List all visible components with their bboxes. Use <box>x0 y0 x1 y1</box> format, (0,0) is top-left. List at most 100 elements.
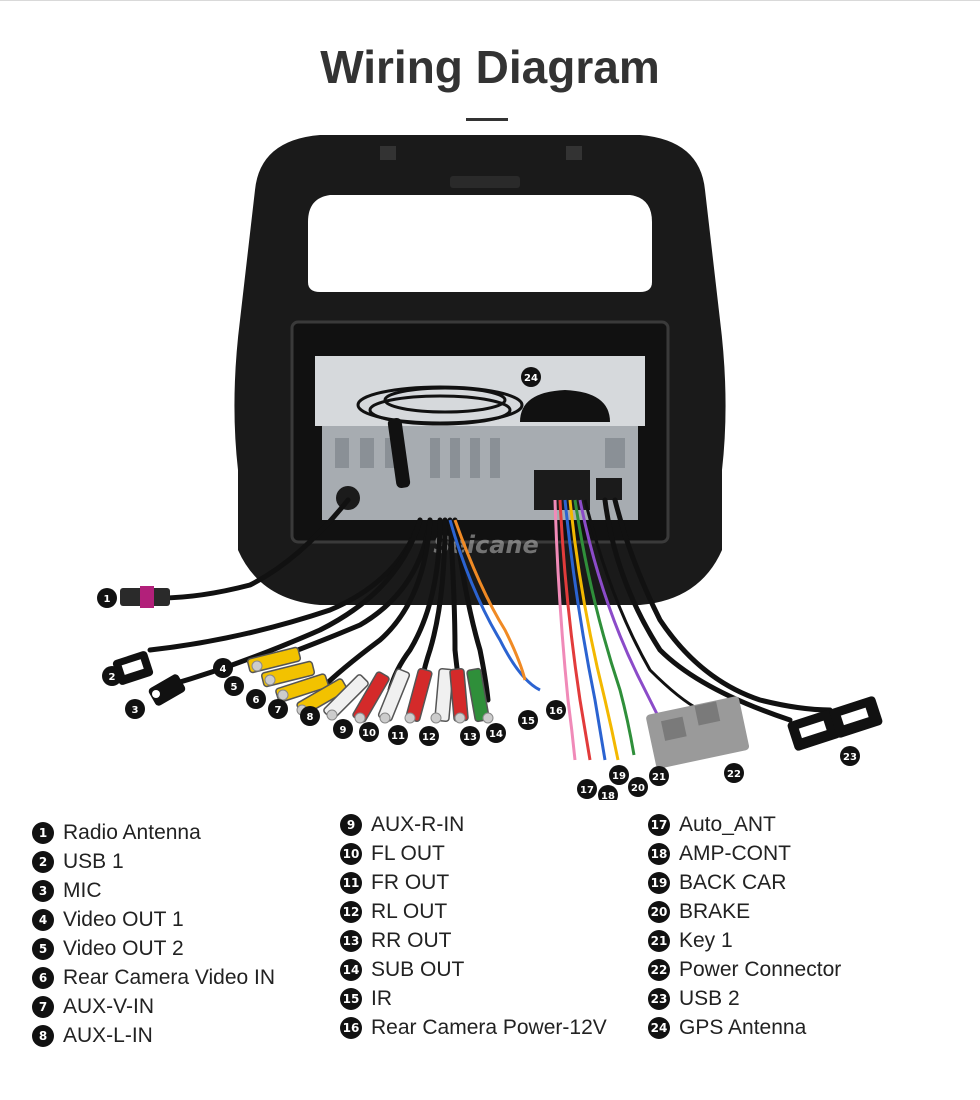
svg-text:19: 19 <box>612 771 626 782</box>
legend-label: Video OUT 1 <box>63 907 184 931</box>
legend-item: 3 MIC <box>32 876 275 905</box>
svg-text:2: 2 <box>109 672 116 683</box>
legend-item: 10 FL OUT <box>340 839 607 868</box>
legend-label: Power Connector <box>679 957 842 981</box>
svg-text:23: 23 <box>843 752 857 763</box>
legend-label: FL OUT <box>371 841 445 865</box>
legend-item: 9 AUX-R-IN <box>340 810 607 839</box>
legend-item: 14 SUB OUT <box>340 955 607 984</box>
mic-plug <box>148 674 186 706</box>
callout-3-icon: 3 <box>125 699 145 719</box>
number-badge-icon: 22 <box>648 958 670 981</box>
callout-1-icon: 1 <box>97 588 117 608</box>
number-badge-icon: 8 <box>32 1024 54 1047</box>
svg-text:3: 3 <box>132 705 139 716</box>
number-badge-icon: 13 <box>340 929 362 952</box>
legend-label: Radio Antenna <box>63 820 201 844</box>
legend-item: 16 Rear Camera Power-12V <box>340 1013 607 1042</box>
svg-text:15: 15 <box>521 716 535 727</box>
svg-text:17: 17 <box>580 785 594 796</box>
bezel-window <box>308 195 652 292</box>
legend-item: 20 BRAKE <box>648 897 841 926</box>
legend-item: 8 AUX-L-IN <box>32 1021 275 1050</box>
legend-label: AMP-CONT <box>679 841 791 865</box>
svg-text:16: 16 <box>549 706 563 717</box>
legend-label: RL OUT <box>371 899 448 923</box>
number-badge-icon: 2 <box>32 850 54 873</box>
number-badge-icon: 23 <box>648 987 670 1010</box>
legend-label: Rear Camera Power-12V <box>371 1015 607 1039</box>
number-badge-icon: 20 <box>648 900 670 923</box>
callout-14-icon: 14 <box>486 723 506 743</box>
gps-antenna-puck <box>520 390 610 422</box>
number-badge-icon: 9 <box>340 813 362 836</box>
number-badge-icon: 3 <box>32 879 54 902</box>
callout-20-icon: 20 <box>628 777 648 797</box>
legend-label: AUX-R-IN <box>371 812 465 836</box>
power-connector <box>646 696 750 769</box>
legend-label: AUX-V-IN <box>63 994 155 1018</box>
legend-item: 18 AMP-CONT <box>648 839 841 868</box>
svg-text:11: 11 <box>391 731 405 742</box>
svg-text:1: 1 <box>104 594 111 605</box>
bezel-top-clip <box>450 176 520 188</box>
callout-23-icon: 23 <box>840 746 860 766</box>
callout-7-icon: 7 <box>268 699 288 719</box>
callout-9-icon: 9 <box>333 719 353 739</box>
callout-4-icon: 4 <box>213 658 233 678</box>
callout-18-icon: 18 <box>598 785 618 800</box>
callout-10-icon: 10 <box>359 722 379 742</box>
number-badge-icon: 17 <box>648 813 670 836</box>
wiring-diagram-illustration: Seicane <box>97 135 883 800</box>
svg-text:20: 20 <box>631 783 645 794</box>
number-badge-icon: 14 <box>340 958 362 981</box>
number-badge-icon: 4 <box>32 908 54 931</box>
legend-item: 4 Video OUT 1 <box>32 905 275 934</box>
number-badge-icon: 10 <box>340 842 362 865</box>
callout-13-icon: 13 <box>460 726 480 746</box>
bezel-clip-left <box>380 146 396 160</box>
legend-label: IR <box>371 986 392 1010</box>
callout-12-icon: 12 <box>419 726 439 746</box>
number-badge-icon: 16 <box>340 1016 362 1039</box>
number-badge-icon: 21 <box>648 929 670 952</box>
callout-19-icon: 19 <box>609 765 629 785</box>
callout-8-icon: 8 <box>300 706 320 726</box>
svg-text:8: 8 <box>307 712 314 723</box>
legend-label: FR OUT <box>371 870 450 894</box>
number-badge-icon: 24 <box>648 1016 670 1039</box>
legend-label: AUX-L-IN <box>63 1023 153 1047</box>
legend-label: Rear Camera Video IN <box>63 965 276 989</box>
number-badge-icon: 18 <box>648 842 670 865</box>
legend-label: SUB OUT <box>371 957 465 981</box>
number-badge-icon: 19 <box>648 871 670 894</box>
title-underline <box>466 118 508 121</box>
legend-label: MIC <box>63 878 102 902</box>
svg-text:13: 13 <box>463 732 477 743</box>
svg-text:7: 7 <box>275 705 282 716</box>
svg-text:10: 10 <box>362 728 376 739</box>
svg-text:24: 24 <box>524 373 538 384</box>
legend-label: BRAKE <box>679 899 751 923</box>
page-title: Wiring Diagram <box>320 41 660 93</box>
callout-21-icon: 21 <box>649 766 669 786</box>
svg-text:4: 4 <box>220 664 227 675</box>
legend-item: 22 Power Connector <box>648 955 841 984</box>
legend-item: 23 USB 2 <box>648 984 841 1013</box>
callout-6-icon: 6 <box>246 689 266 709</box>
legend-label: USB 2 <box>679 986 740 1010</box>
